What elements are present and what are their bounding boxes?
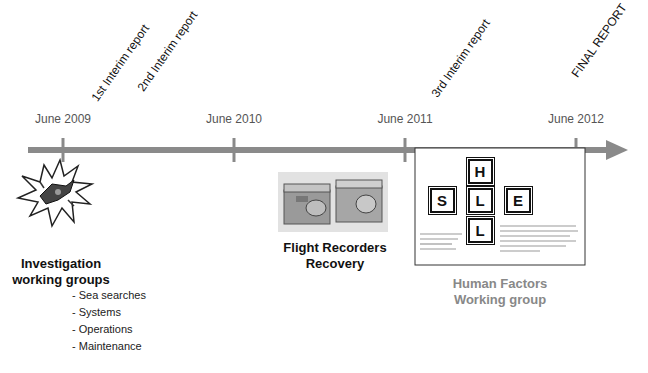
shel-model-frame xyxy=(415,148,585,265)
shel-letter-box: L xyxy=(468,218,493,243)
shel-letter-box: H xyxy=(468,159,493,184)
shel-letter: L xyxy=(475,193,484,208)
group-item: - Sea searches xyxy=(72,289,146,302)
date-label: June 2011 xyxy=(377,112,432,126)
crash-icon xyxy=(18,160,92,226)
date-label: June 2012 xyxy=(548,112,604,126)
axis-arrowhead xyxy=(606,140,628,160)
flight-recorders-photo xyxy=(278,172,388,232)
phase-title: Human Factors Working group xyxy=(432,276,568,308)
axis-tick xyxy=(233,138,236,162)
group-item: - Operations xyxy=(72,323,133,336)
shel-letter-box: S xyxy=(430,188,455,213)
phase-title: Flight Recorders Recovery xyxy=(272,240,398,272)
group-item: - Maintenance xyxy=(72,340,142,353)
shel-letter-box: E xyxy=(506,188,531,213)
shel-letter-box: L xyxy=(468,188,493,213)
axis-tick xyxy=(62,138,65,162)
report-milestone: 3rd Interim report xyxy=(429,17,493,100)
group-title: Investigation working groups xyxy=(5,256,117,288)
date-label: June 2010 xyxy=(206,112,262,126)
report-milestone: 2nd Interim report xyxy=(135,8,201,94)
shel-letter: H xyxy=(475,164,486,179)
shel-letter: E xyxy=(513,193,523,208)
date-label: June 2009 xyxy=(35,112,91,126)
shel-letter: L xyxy=(475,223,484,238)
shel-letter: S xyxy=(437,193,447,208)
group-item: - Systems xyxy=(72,306,121,319)
report-milestone: FINAL REPORT xyxy=(569,1,630,80)
axis-tick xyxy=(404,138,407,162)
